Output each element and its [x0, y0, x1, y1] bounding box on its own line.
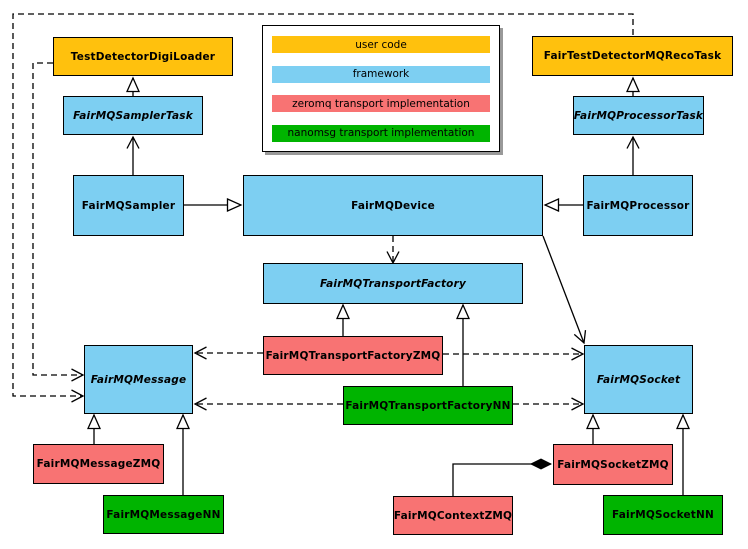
node-label: FairMQTransportFactoryZMQ: [265, 349, 441, 362]
node-fairmq-processor-task: FairMQProcessorTask: [573, 96, 704, 135]
node-label: FairMQProcessorTask: [573, 109, 704, 122]
edge-digiloader-to-message-usage: [32, 62, 85, 382]
node-fairmq-message: FairMQMessage: [84, 345, 193, 414]
legend-item-nanomsg: nanomsg transport implementation: [272, 124, 490, 142]
node-fairmq-socket-nn: FairMQSocketNN: [603, 495, 723, 535]
node-fairmq-transport-factory-zmq: FairMQTransportFactoryZMQ: [263, 336, 443, 375]
node-label: FairMQDevice: [351, 199, 435, 212]
node-label: FairMQMessageNN: [106, 508, 221, 521]
edge-contextzmq-to-socketzmq-composition: [452, 464, 551, 496]
node-label: FairMQSocketZMQ: [557, 458, 669, 471]
node-label: FairMQMessage: [90, 373, 187, 386]
node-label: TestDetectorDigiLoader: [70, 50, 216, 63]
legend: user code framework zeromq transport imp…: [262, 25, 500, 152]
node-label: FairMQSamplerTask: [73, 109, 193, 122]
legend-item-framework: framework: [272, 65, 490, 83]
legend-item-user-code: user code: [272, 36, 490, 53]
node-fairmq-transport-factory-nn: FairMQTransportFactoryNN: [343, 386, 513, 425]
node-fairmq-processor: FairMQProcessor: [583, 175, 693, 236]
node-label: FairMQSocketNN: [611, 509, 714, 521]
node-fair-test-detector-mq-reco-task: FairTestDetectorMQRecoTask: [532, 36, 733, 76]
node-label: FairMQContextZMQ: [393, 509, 513, 522]
node-label: FairMQSocket: [596, 373, 681, 386]
node-test-detector-digi-loader: TestDetectorDigiLoader: [53, 37, 233, 76]
edge-recotask-to-message-usage: [12, 13, 634, 403]
node-label: FairMQTransportFactoryNN: [345, 399, 511, 412]
node-label: FairMQMessageZMQ: [36, 458, 161, 470]
node-fairmq-transport-factory: FairMQTransportFactory: [263, 263, 523, 304]
node-fairmq-device: FairMQDevice: [243, 175, 543, 236]
node-fairmq-socket: FairMQSocket: [584, 345, 693, 414]
node-label: FairMQTransportFactory: [319, 277, 467, 290]
node-fairmq-context-zmq: FairMQContextZMQ: [393, 496, 513, 535]
node-fairmq-sampler: FairMQSampler: [73, 175, 184, 236]
legend-item-zeromq: zeromq transport implementation: [272, 95, 490, 113]
node-fairmq-message-nn: FairMQMessageNN: [103, 495, 224, 534]
node-label: FairMQProcessor: [586, 199, 690, 212]
node-label: FairTestDetectorMQRecoTask: [543, 50, 722, 62]
node-label: FairMQSampler: [81, 199, 176, 212]
node-fairmq-message-zmq: FairMQMessageZMQ: [33, 444, 164, 484]
node-fairmq-socket-zmq: FairMQSocketZMQ: [553, 444, 673, 485]
node-fairmq-sampler-task: FairMQSamplerTask: [63, 96, 203, 135]
edge-device-to-socket-arrow: [542, 235, 587, 345]
